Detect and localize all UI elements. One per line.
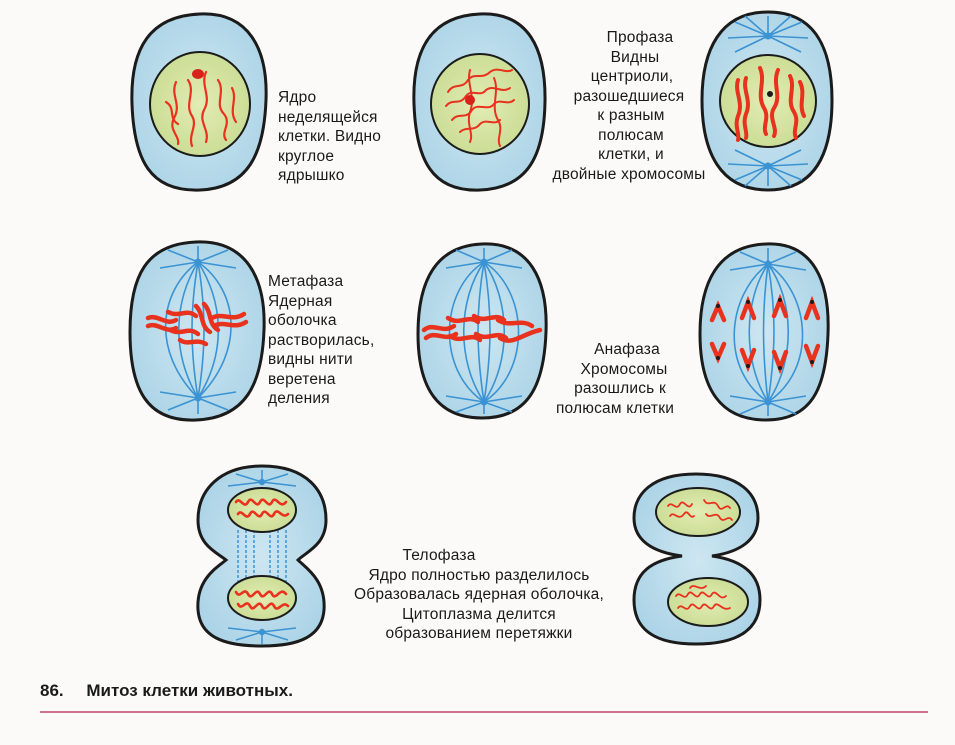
nucleolus: [192, 69, 204, 79]
caption-line: веретена: [268, 370, 336, 388]
caption-telophase: Телофаза Ядро полностью разделилось Обра…: [326, 546, 632, 644]
metaphase-plate-chromosomes: [421, 313, 543, 343]
daughter-nucleus-bottom: [667, 577, 749, 627]
spindle-aster-top: [227, 470, 297, 487]
footer-rule: [40, 711, 928, 713]
anaphase-cell: [698, 242, 830, 422]
centriole-icon: [764, 260, 772, 268]
caption-line: круглое: [278, 147, 335, 165]
caption-line: неделящейся: [278, 108, 378, 126]
figure-number: 86.: [40, 681, 64, 700]
chromatin: [667, 499, 733, 610]
chromatin: [164, 70, 238, 148]
centriole-icon: [194, 394, 202, 402]
centriole-icon: [258, 478, 266, 486]
nucleolus: [465, 95, 475, 105]
caption-line: Цитоплазма делится: [402, 605, 556, 623]
caption-line: оболочка: [268, 312, 337, 329]
centriole-icon: [764, 162, 772, 170]
caption-line: Телофаза: [402, 547, 476, 564]
caption-line: полюсам: [598, 126, 664, 144]
caption-metaphase: Метафаза Ядерная оболочка растворилась, …: [268, 272, 374, 409]
telophase-cell: [196, 464, 328, 648]
caption-line: двойные хромосомы: [552, 165, 706, 183]
caption-line: разошедшиеся: [573, 87, 685, 105]
nucleus: [430, 53, 530, 155]
caption-line: полюсам клетки: [555, 399, 675, 417]
figure-caption: 86. Митоз клетки животных.: [40, 681, 293, 701]
caption-line: к разным: [597, 107, 665, 124]
centriole-icon: [480, 258, 488, 266]
centriole-icon: [194, 258, 202, 266]
caption-line: разошлись к: [574, 380, 666, 397]
metaphase-plate-chromosomes: [145, 301, 249, 347]
caption-line: деления: [268, 390, 330, 407]
centriole-icon: [480, 398, 488, 406]
caption-prophase: Профаза Видны центриоли, разошедшиеся к …: [544, 28, 714, 184]
chromatin: [445, 68, 515, 147]
caption-line: Ядерная: [268, 292, 333, 310]
early-prophase-cell: [412, 12, 547, 192]
centriole-icon: [764, 398, 772, 406]
spindle-fibers: [159, 246, 237, 414]
caption-line: клетки. Видно: [278, 128, 382, 145]
daughter-nucleus-top: [655, 487, 741, 537]
caption-line: центриоли,: [590, 68, 674, 85]
daughter-nucleus-top: [227, 487, 297, 533]
caption-line: Хромосомы: [580, 360, 668, 378]
figure-title: Митоз клетки животных.: [86, 681, 293, 700]
caption-line: Анафаза: [594, 341, 660, 358]
centriole-icon: [258, 628, 266, 636]
telophase-daughter-cells: [632, 472, 762, 646]
spindle-aster-top: [727, 15, 809, 53]
caption-line: клетки, и: [598, 146, 664, 163]
chromatin: [234, 498, 290, 610]
spindle-aster-bottom: [227, 627, 297, 644]
caption-line: растворилась,: [268, 331, 375, 349]
caption-line: Метафаза: [268, 273, 344, 290]
caption-line: Ядро полностью разделилось: [368, 566, 590, 584]
centriole-icon: [764, 32, 772, 40]
caption-line: Ядро: [278, 89, 317, 106]
prophase-cell: [700, 10, 834, 192]
caption-anaphase: Анафаза Хромосомы разошлись к полюсам кл…: [540, 340, 690, 418]
caption-line: Образовалась ядерная оболочка,: [354, 586, 604, 603]
metaphase-side-cell: [416, 242, 548, 420]
daughter-nucleus-bottom: [227, 575, 297, 621]
caption-line: образованием перетяжки: [385, 625, 573, 642]
spindle-fibers: [729, 248, 807, 416]
double-chromosomes: [734, 66, 806, 142]
caption-line: Видны: [610, 48, 660, 66]
spindle-aster-bottom: [727, 149, 809, 187]
caption-line: Профаза: [606, 29, 674, 46]
nucleus: [149, 51, 251, 157]
interphase-cell: [130, 12, 268, 192]
metaphase-cell: [128, 240, 266, 422]
caption-interphase: Ядро неделящейся клетки. Видно круглое я…: [278, 88, 381, 186]
caption-line: видны нити: [268, 351, 353, 368]
caption-line: ядрышко: [278, 167, 345, 184]
